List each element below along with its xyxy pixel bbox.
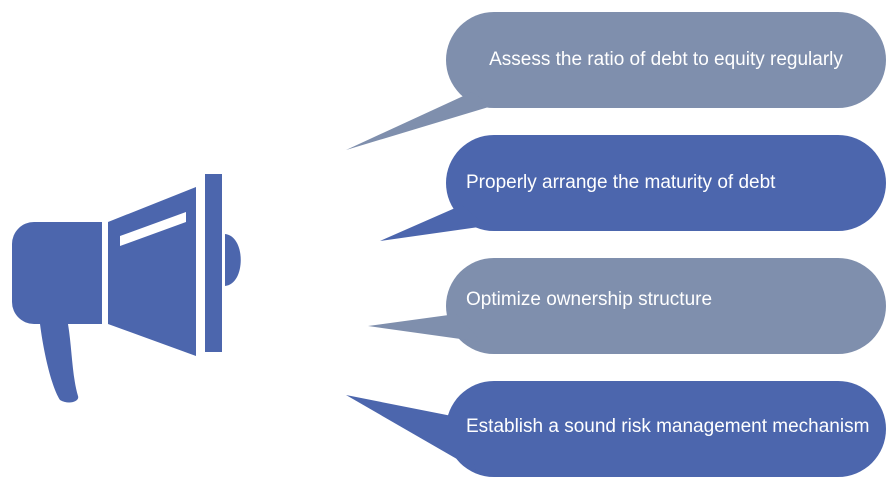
speech-bubble-4 xyxy=(346,381,886,477)
megaphone-front-cap xyxy=(225,234,241,286)
speech-bubble-3 xyxy=(368,258,886,354)
bubble-2-text: Properly arrange the maturity of debt xyxy=(466,171,776,193)
megaphone-highlight xyxy=(120,212,186,246)
megaphone-body xyxy=(34,222,102,324)
megaphone-icon xyxy=(12,174,241,403)
megaphone-horn xyxy=(108,187,196,356)
megaphone-rim xyxy=(205,174,222,352)
speech-bubble-1 xyxy=(346,12,886,150)
bubble-3-text: Optimize ownership structure xyxy=(466,288,713,310)
bubble-1-text: Assess the ratio of debt to equity regul… xyxy=(489,48,843,70)
bubble-4-text: Establish a sound risk management mechan… xyxy=(466,415,870,437)
speech-bubble-2 xyxy=(380,135,886,241)
megaphone-handle xyxy=(40,324,79,403)
